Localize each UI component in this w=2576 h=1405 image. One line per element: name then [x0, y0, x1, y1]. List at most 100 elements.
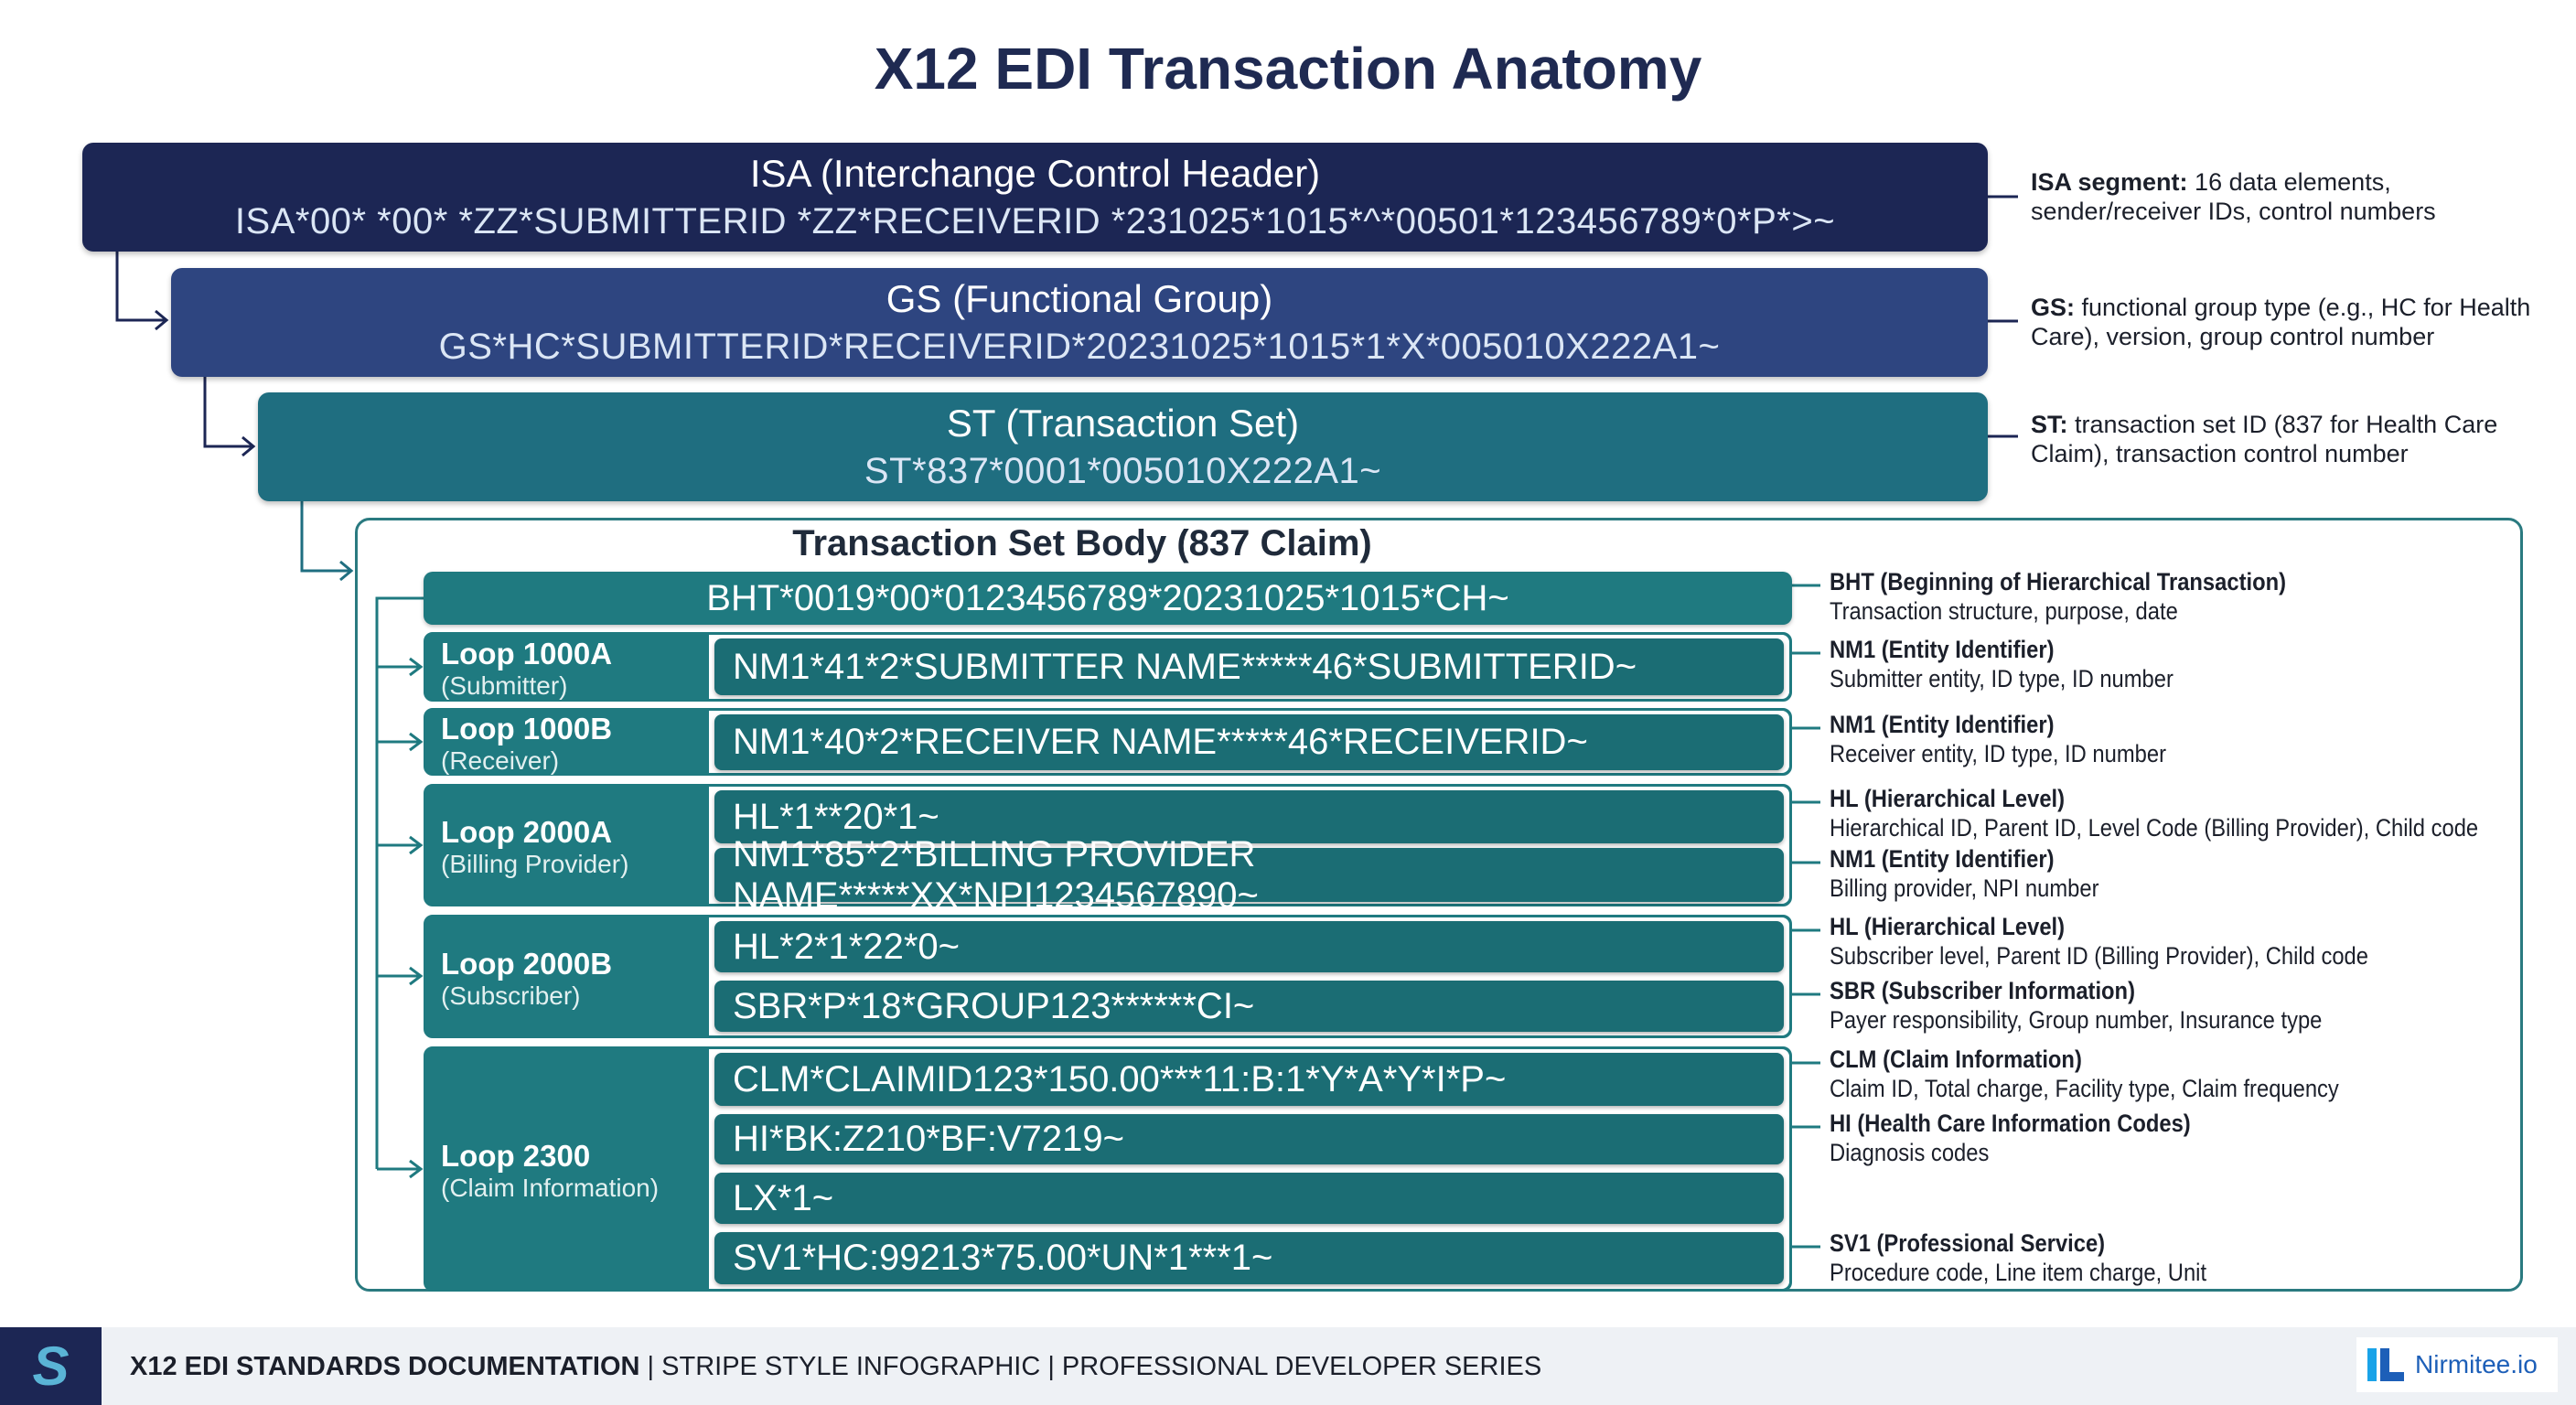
loop-label: Loop 2000A(Billing Provider) [441, 815, 628, 879]
segment-name: ST (Transaction Set) [946, 402, 1300, 445]
loop-segments: NM1*41*2*SUBMITTER NAME*****46*SUBMITTER… [709, 635, 1789, 699]
note-desc: Receiver entity, ID type, ID number [1830, 740, 2166, 767]
loop-segments: HL*2*1*22*0~ SBR*P*18*GROUP123******CI~ [709, 917, 1789, 1035]
note-desc: transaction set ID (837 for Health Care … [2031, 411, 2498, 467]
footer [0, 1327, 2576, 1405]
segment-bht: BHT*0019*00*0123456789*20231025*1015*CH~ [424, 572, 1792, 625]
loop-subtitle: (Billing Provider) [441, 850, 629, 878]
brand-name: Nirmitee.io [2415, 1350, 2538, 1378]
loop-2000a: Loop 2000A(Billing Provider) HL*1**20*1~N… [424, 784, 1792, 916]
loop-name: Loop 2000A [441, 815, 613, 849]
segment-code: CLM*CLAIMID123*150.00***11:B:1*Y*A*Y*I*P… [714, 1053, 1784, 1106]
note-desc: functional group type (e.g., HC for Heal… [2031, 294, 2531, 350]
loop-name: Loop 1000B [441, 712, 613, 745]
segment-note: NM1 (Entity Identifier)Submitter entity,… [1830, 635, 2174, 693]
connector-arrow [377, 835, 424, 855]
note-2: ST: transaction set ID (837 for Health C… [2031, 410, 2543, 468]
loop-subtitle: (Subscriber) [441, 981, 581, 1010]
note-1: GS: functional group type (e.g., HC for … [2031, 293, 2543, 351]
note-title: NM1 (Entity Identifier) [1830, 711, 2055, 738]
note-desc: Subscriber level, Parent ID (Billing Pro… [1830, 942, 2368, 970]
note-desc: Billing provider, NPI number [1830, 874, 2099, 902]
segment-code: SV1*HC:99213*75.00*UN*1***1~ [714, 1232, 1784, 1284]
loop-subtitle: (Claim Information) [441, 1174, 660, 1202]
segment-note: NM1 (Entity Identifier)Receiver entity, … [1830, 710, 2166, 768]
nirmitee-logo-icon [2367, 1348, 2404, 1381]
loop-name: Loop 2300 [441, 1139, 591, 1173]
connector-arrow [377, 657, 424, 677]
note-title: NM1 (Entity Identifier) [1830, 636, 2055, 663]
note-0: ISA segment: 16 data elements, sender/re… [2031, 167, 2543, 226]
segment-note: HL (Hierarchical Level)Subscriber level,… [1830, 912, 2368, 971]
segment-note: SBR (Subscriber Information)Payer respon… [1830, 976, 2322, 1035]
envelope-isa: ISA (Interchange Control Header) ISA*00* … [82, 143, 1988, 252]
segment-note: NM1 (Entity Identifier)Billing provider,… [1830, 844, 2098, 903]
connector-arrow [377, 732, 424, 752]
footer-text-rest: | STRIPE STYLE INFOGRAPHIC | PROFESSIONA… [639, 1352, 1542, 1381]
loop-label: Loop 2000B(Subscriber) [441, 947, 612, 1011]
segment-note: HI (Health Care Information Codes)Diagno… [1830, 1109, 2191, 1167]
note-desc: Submitter entity, ID type, ID number [1830, 665, 2174, 692]
segment-code: HI*BK:Z210*BF:V7219~ [714, 1114, 1784, 1164]
envelope-gs: GS (Functional Group) GS*HC*SUBMITTERID*R… [171, 268, 1988, 377]
loop-segments: CLM*CLAIMID123*150.00***11:B:1*Y*A*Y*I*P… [709, 1049, 1789, 1289]
note-title: CLM (Claim Information) [1830, 1046, 2082, 1073]
connector-arrow [203, 376, 256, 457]
segment-code: NM1*41*2*SUBMITTER NAME*****46*SUBMITTER… [714, 638, 1784, 695]
segment-code: NM1*40*2*RECEIVER NAME*****46*RECEIVERID… [714, 714, 1784, 770]
connector-line [375, 596, 424, 1169]
brand-logo: Nirmitee.io [2356, 1337, 2558, 1392]
loop-label: Loop 1000A(Submitter) [441, 637, 612, 701]
segment-code: HL*2*1*22*0~ [714, 921, 1784, 972]
segment-code: BHT*0019*00*0123456789*20231025*1015*CH~ [706, 577, 1509, 618]
loop-1000b: Loop 1000B(Receiver) NM1*40*2*RECEIVER NA… [424, 708, 1792, 776]
loop-name: Loop 1000A [441, 637, 613, 670]
connector-arrow [377, 966, 424, 986]
segment-code: NM1*85*2*BILLING PROVIDER NAME*****XX*NP… [714, 834, 1784, 916]
note-title: HL (Hierarchical Level) [1830, 913, 2066, 940]
footer-text: X12 EDI STANDARDS DOCUMENTATION | STRIPE… [130, 1352, 1541, 1382]
note-desc: Procedure code, Line item charge, Unit [1830, 1259, 2207, 1286]
segment-name: GS (Functional Group) [886, 277, 1273, 320]
note-title: SV1 (Professional Service) [1830, 1229, 2106, 1257]
loop-2000b: Loop 2000B(Subscriber) HL*2*1*22*0~ SBR*P*… [424, 915, 1792, 1038]
loop-segments: HL*1**20*1~NM1*85*2*BILLING PROVIDER NAM… [709, 787, 1789, 916]
segment-code: ISA*00* *00* *ZZ*SUBMITTERID *ZZ*RECEIVE… [234, 201, 1836, 241]
segment-code: LX*1~ [714, 1173, 1784, 1224]
note-desc: Claim ID, Total charge, Facility type, C… [1830, 1075, 2339, 1102]
loop-label: Loop 1000B(Receiver) [441, 712, 612, 776]
segment-name: ISA (Interchange Control Header) [749, 152, 1321, 195]
segment-code: ST*837*0001*005010X222A1~ [864, 451, 1382, 491]
segment-note: SV1 (Professional Service)Procedure code… [1830, 1228, 2206, 1287]
loop-segments: NM1*40*2*RECEIVER NAME*****46*RECEIVERID… [709, 711, 1789, 773]
segment-note: CLM (Claim Information)Claim ID, Total c… [1830, 1045, 2339, 1103]
segment-note: BHT (Beginning of Hierarchical Transacti… [1830, 567, 2286, 626]
segment-code: GS*HC*SUBMITTERID*RECEIVERID*20231025*10… [438, 327, 1721, 367]
connector-arrow [115, 252, 169, 331]
loop-2300: Loop 2300(Claim Information) CLM*CLAIMID1… [424, 1046, 1792, 1292]
note-title: ST: [2031, 411, 2068, 438]
note-title: HL (Hierarchical Level) [1830, 785, 2066, 812]
connector-arrow [377, 1159, 424, 1179]
segment-code: HL*1**20*1~ [714, 790, 1784, 843]
segment-code: SBR*P*18*GROUP123******CI~ [714, 981, 1784, 1032]
connector-arrow [300, 501, 354, 582]
note-desc: Diagnosis codes [1830, 1139, 1990, 1166]
note-desc: Transaction structure, purpose, date [1830, 597, 2178, 625]
stripe-s-logo-icon: S [0, 1327, 102, 1405]
note-desc: 16 data elements, sender/receiver IDs, c… [2031, 168, 2436, 225]
loop-subtitle: (Submitter) [441, 671, 568, 700]
loop-subtitle: (Receiver) [441, 746, 560, 775]
body-title: Transaction Set Body (837 Claim) [792, 523, 1372, 563]
note-title: BHT (Beginning of Hierarchical Transacti… [1830, 568, 2287, 595]
note-title: HI (Health Care Information Codes) [1830, 1110, 2191, 1137]
page-title: X12 EDI Transaction Anatomy [874, 36, 1702, 102]
note-desc: Hierarchical ID, Parent ID, Level Code (… [1830, 814, 2479, 842]
footer-text-bold: X12 EDI STANDARDS DOCUMENTATION [130, 1352, 640, 1381]
note-title: ISA segment: [2031, 168, 2188, 196]
loop-label: Loop 2300(Claim Information) [441, 1139, 659, 1203]
note-title: NM1 (Entity Identifier) [1830, 845, 2055, 873]
note-title: SBR (Subscriber Information) [1830, 977, 2135, 1004]
note-title: GS: [2031, 294, 2076, 321]
